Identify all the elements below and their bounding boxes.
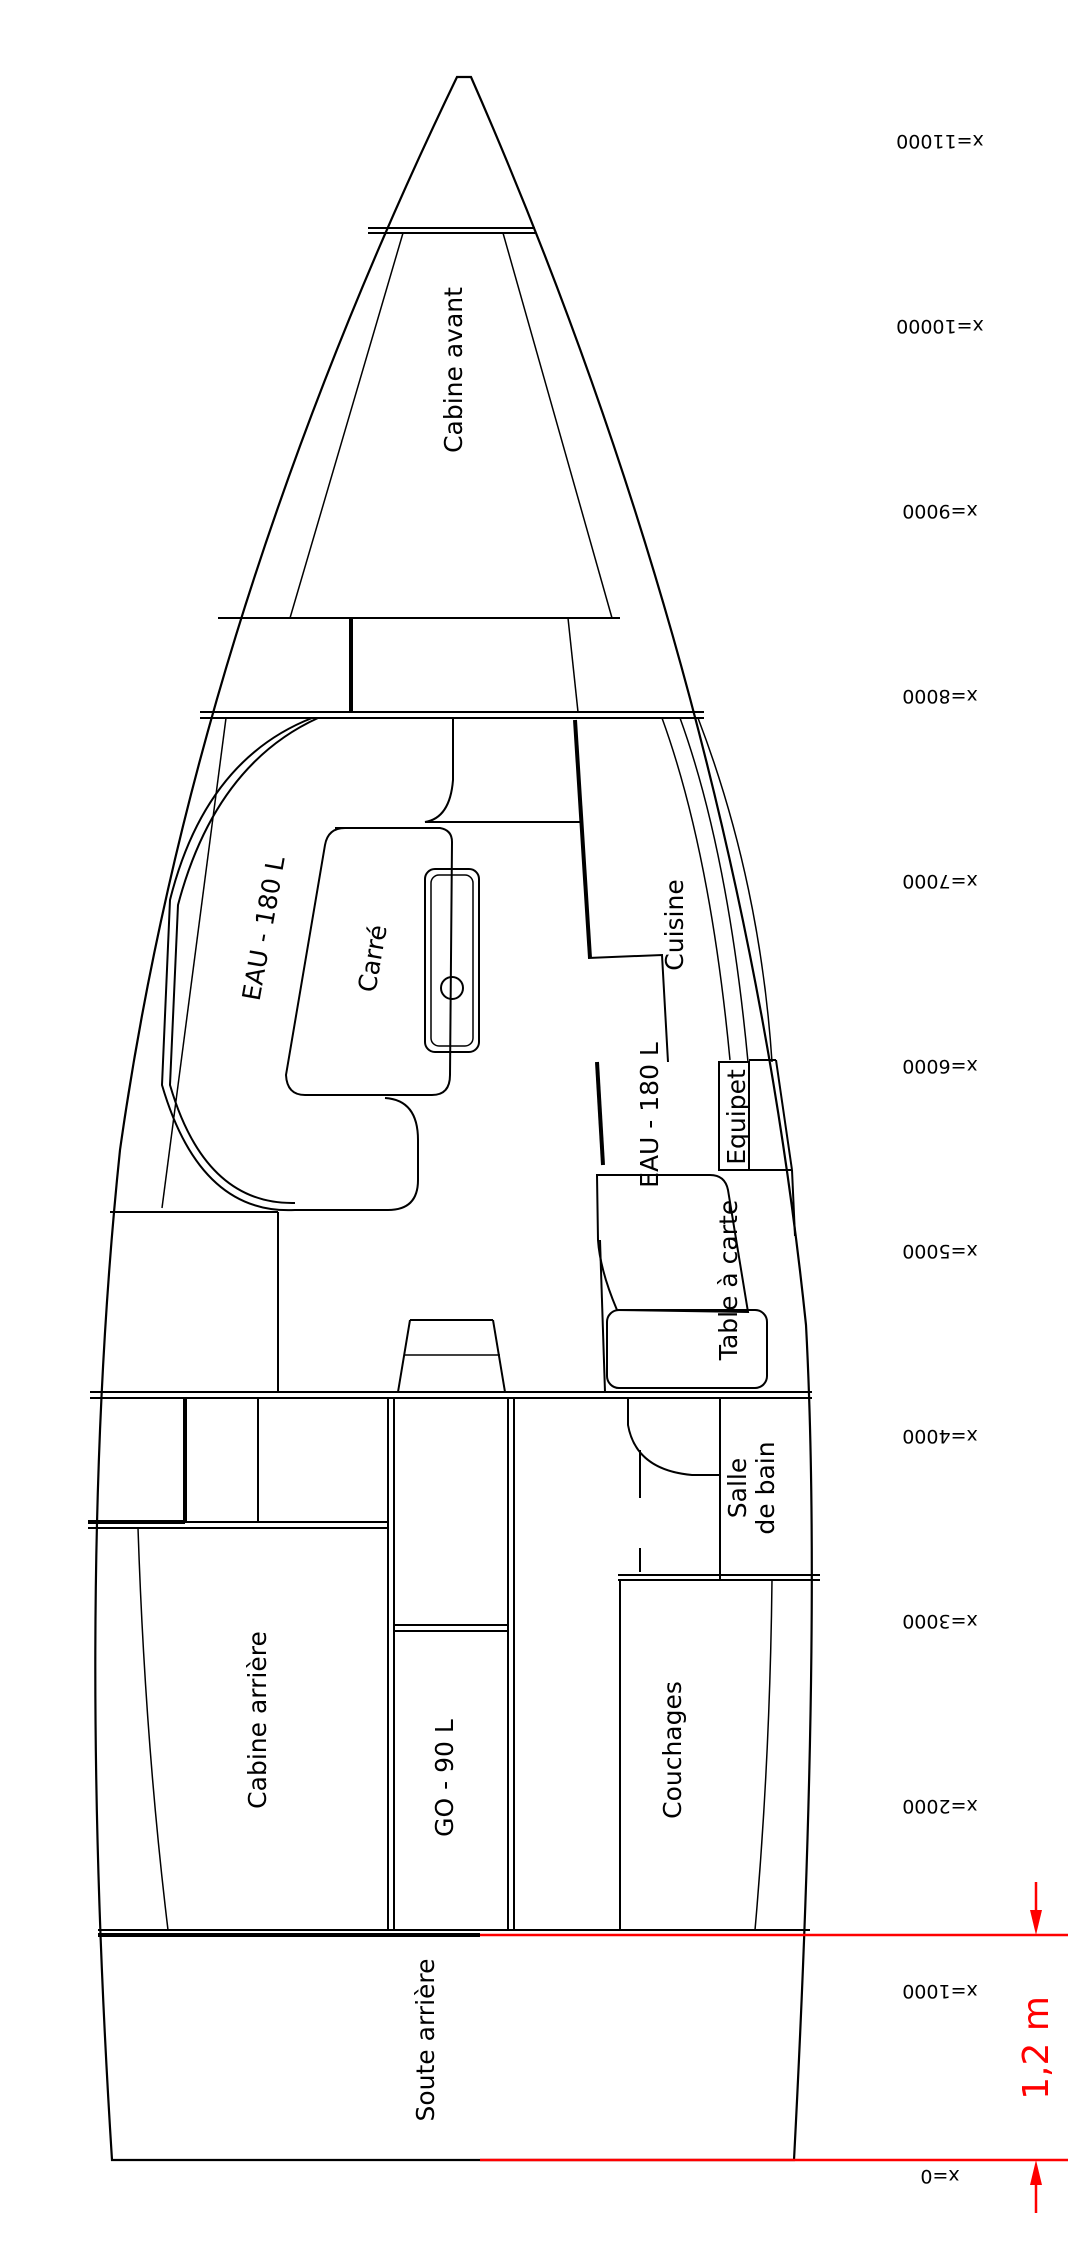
label-carre: Carré bbox=[352, 923, 392, 995]
label-eau-starboard: EAU - 180 L bbox=[635, 1042, 664, 1188]
label-de-bain: de bain bbox=[751, 1441, 780, 1534]
forward-cabin bbox=[200, 227, 704, 719]
dimension-arrow-top bbox=[1030, 1910, 1042, 1935]
label-couchages: Couchages bbox=[658, 1681, 687, 1819]
station-x1000: x=1000 bbox=[902, 1980, 978, 2002]
station-x10000: x=10000 bbox=[896, 315, 984, 337]
station-x6000: x=6000 bbox=[902, 1055, 978, 1077]
station-x5000: x=5000 bbox=[902, 1240, 978, 1262]
label-soute-arriere: Soute arrière bbox=[411, 1958, 440, 2121]
galley-area bbox=[573, 717, 796, 1393]
station-x0: x=0 bbox=[920, 2165, 959, 2187]
label-eau-port: EAU - 180 L bbox=[237, 854, 291, 1003]
label-salle: Salle bbox=[723, 1458, 752, 1518]
saloon-area bbox=[110, 717, 580, 1393]
station-x8000: x=8000 bbox=[902, 685, 978, 707]
station-x4000: x=4000 bbox=[902, 1425, 978, 1447]
station-x7000: x=7000 bbox=[902, 870, 978, 892]
label-cuisine: Cuisine bbox=[660, 879, 689, 970]
dimension-annotation: 1,2 m bbox=[480, 1882, 1068, 2213]
label-cabine-avant: Cabine avant bbox=[439, 287, 468, 453]
aft-section bbox=[88, 1398, 820, 1937]
label-go: GO - 90 L bbox=[430, 1719, 459, 1837]
label-cabine-arriere: Cabine arrière bbox=[243, 1631, 272, 1809]
dimension-label: 1,2 m bbox=[1016, 1996, 1057, 2100]
station-labels: x=0 x=1000 x=2000 x=3000 x=4000 x=5000 x… bbox=[896, 130, 984, 2187]
label-equipet: Equipet bbox=[722, 1069, 751, 1165]
station-x11000: x=11000 bbox=[896, 130, 984, 152]
label-table-a-carte: Table à carte bbox=[714, 1200, 743, 1361]
dimension-arrow-bottom bbox=[1030, 2160, 1042, 2185]
station-x3000: x=3000 bbox=[902, 1610, 978, 1632]
station-x2000: x=2000 bbox=[902, 1795, 978, 1817]
station-x9000: x=9000 bbox=[902, 500, 978, 522]
